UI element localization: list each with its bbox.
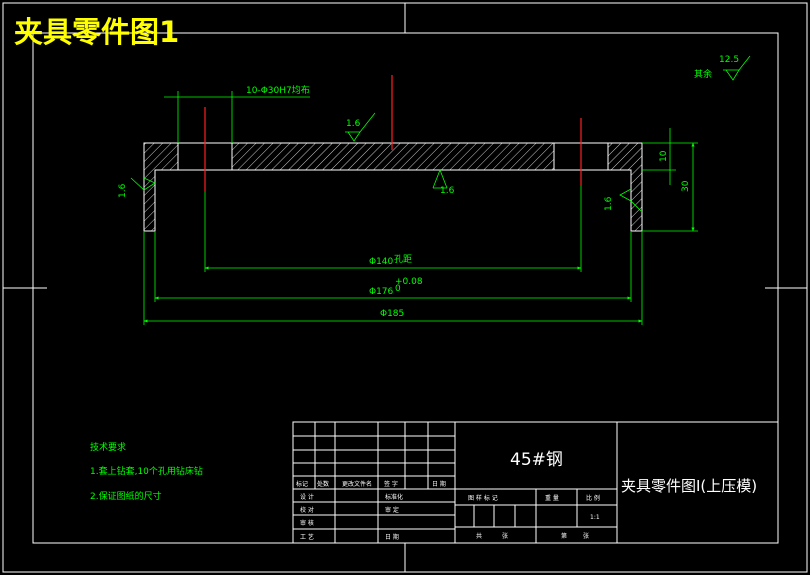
centering-marks: [3, 3, 807, 572]
tb-material: 45#钢: [510, 450, 563, 470]
tb-bili: 比 例: [586, 494, 600, 502]
dim-d176: Φ176: [369, 287, 394, 297]
tb-header-chushu: 处数: [317, 480, 329, 488]
tb-scale: 1:1: [590, 514, 600, 521]
dim-d185: Φ185: [380, 309, 404, 319]
tb-di: 第: [561, 532, 567, 540]
title-block: 45#钢 夹具零件图Ⅰ(上压模) 标记 处数 更改文件名 签 字 日 期 设 计…: [292, 421, 779, 544]
tb-header-wenjian: 更改文件名: [342, 480, 372, 488]
roughness-right: 1.6: [604, 196, 614, 211]
tb-header-riqi: 日 期: [432, 480, 446, 488]
hole-pattern-label: 10-Φ30H7均布: [246, 84, 310, 96]
tb-row-shenhe: 审 核: [300, 519, 314, 527]
tb-row-gongyi: 工 艺: [300, 533, 314, 541]
tb-header-qianzi: 签 字: [384, 480, 398, 488]
tb-row-sheji: 设 计: [300, 493, 314, 501]
tb-part-name: 夹具零件图Ⅰ(上压模): [621, 477, 757, 495]
tb-riqi2: 日 期: [385, 533, 399, 541]
tech-item-2: 2.保证图纸的尺寸: [90, 490, 162, 502]
roughness-symbols: [130, 55, 751, 212]
roughness-other-value: 12.5: [719, 55, 739, 65]
centerlines: [204, 75, 582, 192]
roughness-left: 1.6: [118, 183, 128, 198]
tb-header-biaoji: 标记: [296, 480, 308, 488]
dim-height: 30: [681, 180, 691, 192]
dim-d140: Φ140: [369, 257, 394, 267]
tb-zhang2: 张: [583, 532, 589, 540]
tb-biaozhunhua: 标准化: [385, 493, 403, 501]
tb-tuyang: 图 样 标 记: [468, 494, 498, 502]
roughness-inner: 1.6: [440, 186, 455, 196]
tb-row-jiaodui: 校 对: [300, 506, 314, 514]
tb-zhongliang: 重 量: [545, 494, 559, 502]
tb-zhang1: 张: [502, 532, 508, 540]
tech-heading: 技术要求: [90, 441, 126, 453]
tb-gong: 共: [476, 532, 482, 540]
dim-d140-note: 孔距: [394, 254, 412, 265]
tech-item-1: 1.套上钻套,10个孔用钻床钻: [90, 465, 203, 477]
dim-thickness: 10: [659, 150, 669, 162]
dimension-lines: [143, 91, 698, 325]
tb-shending: 审 定: [385, 506, 399, 514]
roughness-other-label: 其余: [694, 68, 712, 80]
part-section-view: [143, 142, 643, 232]
drawing-title: 夹具零件图1: [14, 15, 179, 49]
roughness-top: 1.6: [346, 119, 361, 129]
